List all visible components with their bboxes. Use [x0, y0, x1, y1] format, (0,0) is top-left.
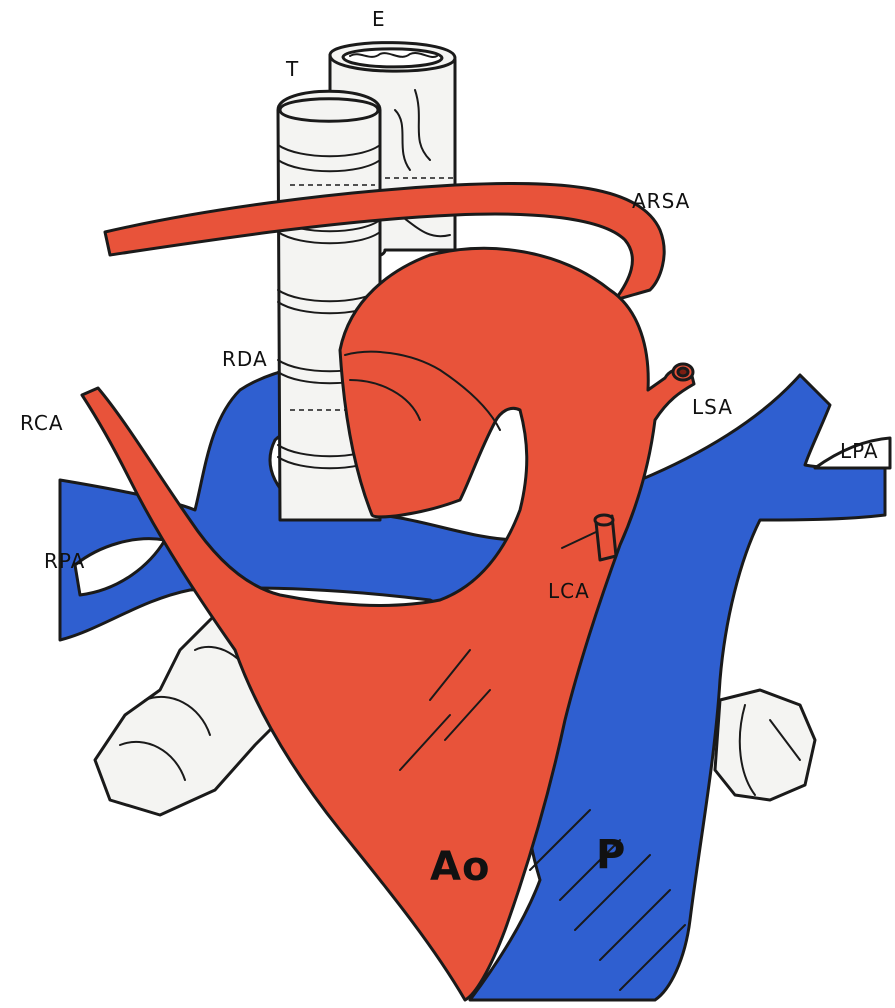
label-lsa: LSA — [692, 395, 733, 419]
left-bronchus — [715, 690, 815, 800]
label-lca: LCA — [548, 579, 590, 603]
label-pulmonary-artery: P — [596, 832, 626, 878]
label-rca: RCA — [20, 411, 64, 435]
label-trachea: T — [285, 57, 299, 81]
label-rda: RDA — [222, 347, 268, 371]
label-esophagus: E — [372, 7, 386, 31]
label-rpa: RPA — [44, 549, 85, 573]
label-lpa: LPA — [840, 439, 879, 463]
label-arsa: ARSA — [632, 189, 690, 213]
label-aorta: Ao — [430, 844, 490, 890]
